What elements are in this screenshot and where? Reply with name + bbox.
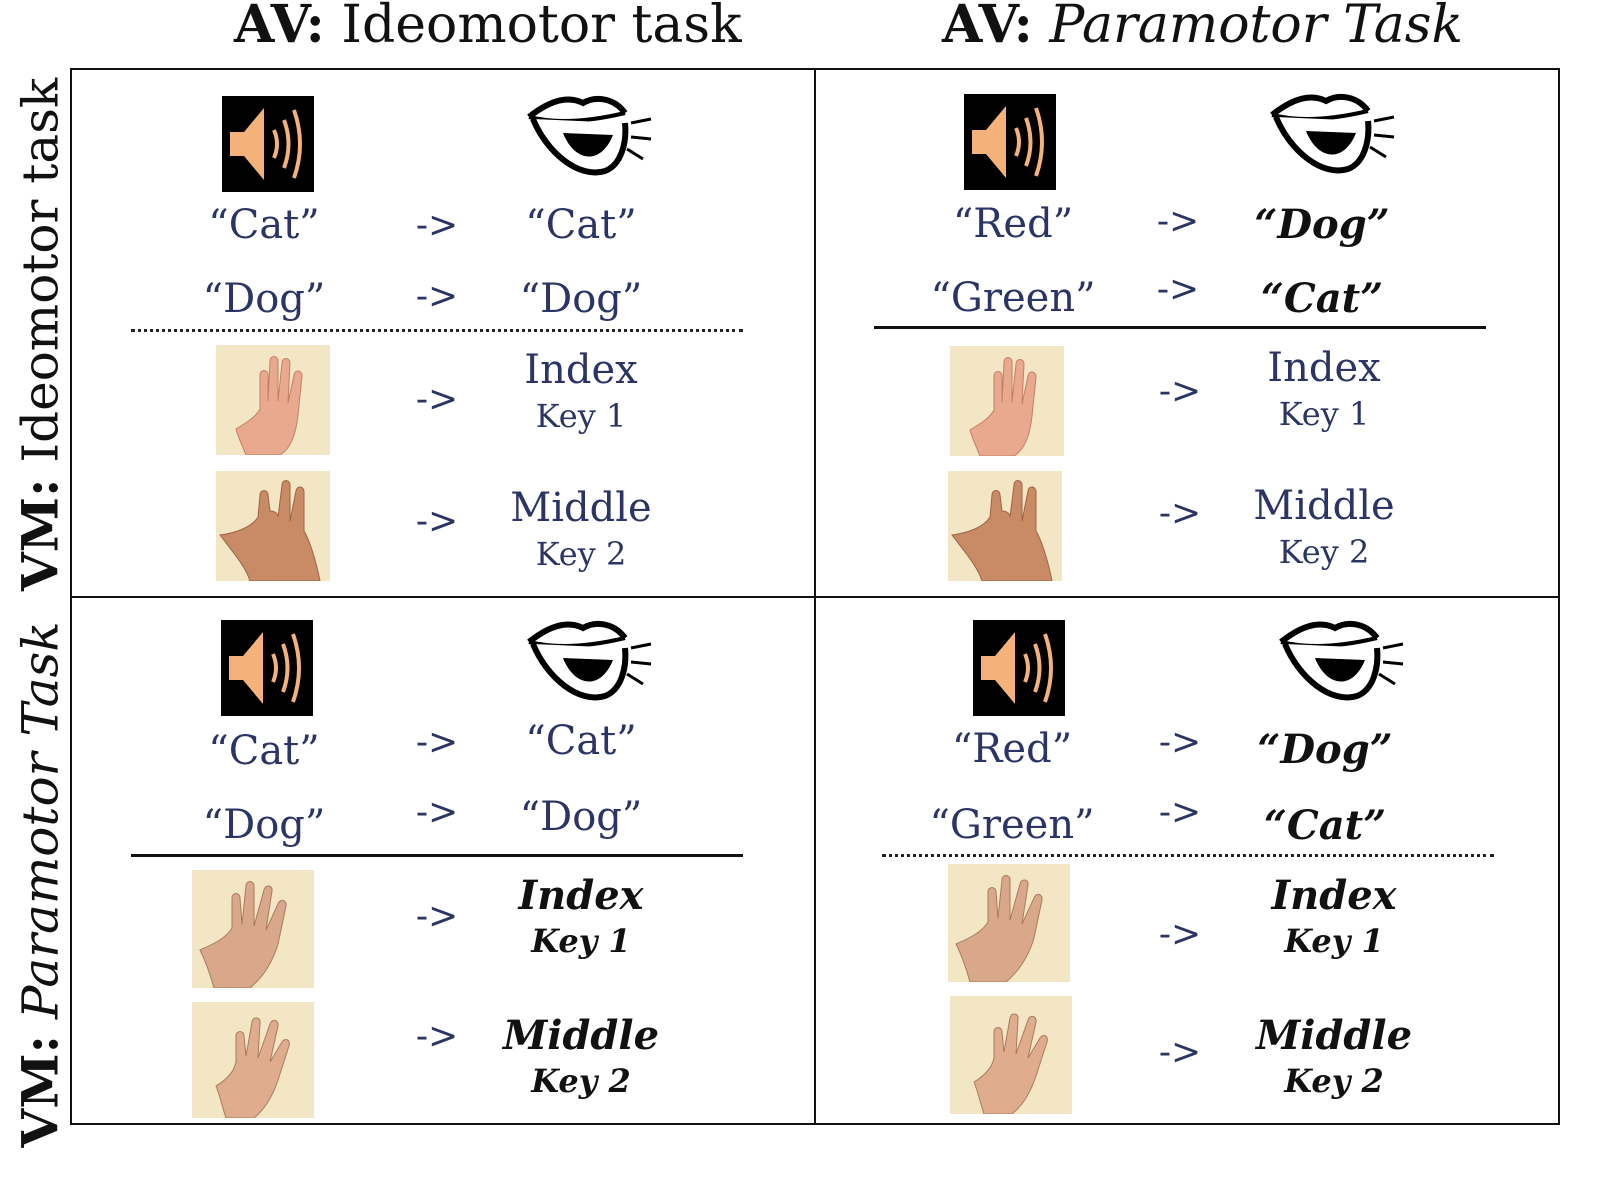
- mapping-arrow: ->: [1156, 269, 1200, 310]
- mapping-arrow: ->: [1158, 371, 1202, 412]
- column-title-name: Ideomotor task: [341, 0, 742, 55]
- finger-name: Middle: [1255, 1012, 1413, 1059]
- row-title-vm-ideomotor: VM: Ideomotor task: [11, 75, 70, 595]
- column-title-prefix: AV:: [234, 0, 325, 55]
- mapping-arrow: ->: [415, 276, 459, 317]
- row-title-name: Paramotor Task: [11, 621, 70, 1020]
- speaker-icon: [221, 620, 313, 716]
- hand-middle-icon: [216, 471, 330, 581]
- row-title-name: Ideomotor task: [11, 77, 70, 463]
- response-word: “Dog”: [519, 794, 643, 840]
- speaker-icon: [964, 94, 1056, 190]
- hand-middle-icon: [192, 1002, 314, 1118]
- column-title-av-paramotor: AV: Paramotor Task: [942, 0, 1463, 55]
- mapping-arrow: ->: [415, 1016, 459, 1057]
- column-title-av-ideomotor: AV: Ideomotor task: [234, 0, 742, 55]
- response-word: “Dog”: [1254, 201, 1390, 248]
- key-name: Key 2: [531, 1062, 631, 1100]
- separator-solid: [874, 326, 1486, 329]
- row-title-prefix: VM:: [10, 1034, 70, 1148]
- mapping-arrow: ->: [1158, 1032, 1202, 1073]
- cell-av-para-vm-ideo: “Red” -> “Dog” “Green” -> “Cat” -> Index…: [816, 69, 1560, 596]
- finger-name: Index: [1271, 872, 1397, 919]
- cell-av-ideo-vm-ideo: “Cat” -> “Cat” “Dog” -> “Dog” -> Index K…: [71, 69, 815, 596]
- stimulus-word: “Dog”: [202, 276, 326, 322]
- hand-index-icon: [192, 870, 314, 988]
- mapping-arrow: ->: [415, 722, 459, 763]
- separator-dotted: [131, 329, 743, 332]
- stimulus-word: “Red”: [952, 201, 1074, 247]
- stimulus-word: “Red”: [951, 726, 1073, 772]
- row-title-vm-paramotor: VM: Paramotor Task: [11, 605, 70, 1165]
- speaking-mouth-icon: [1270, 93, 1395, 174]
- cell-av-para-vm-para: “Red” -> “Dog” “Green” -> “Cat” -> Index…: [816, 598, 1560, 1125]
- separator-solid: [131, 854, 743, 857]
- key-name: Key 1: [1278, 395, 1370, 433]
- mapping-arrow: ->: [415, 205, 459, 246]
- mapping-arrow: ->: [1158, 792, 1202, 833]
- mapping-arrow: ->: [415, 792, 459, 833]
- mapping-arrow: ->: [1158, 493, 1202, 534]
- hand-index-icon: [948, 864, 1070, 982]
- stimulus-word: “Green”: [930, 275, 1096, 321]
- response-word: “Cat”: [525, 718, 637, 764]
- key-name: Key 2: [535, 535, 627, 573]
- stimulus-word: “Dog”: [202, 802, 326, 848]
- key-name: Key 2: [1284, 1062, 1384, 1100]
- mapping-arrow: ->: [415, 896, 459, 937]
- hand-middle-icon: [950, 996, 1072, 1114]
- response-word: “Cat”: [1263, 802, 1387, 849]
- hand-middle-icon: [948, 471, 1062, 581]
- response-word: “Dog”: [1257, 726, 1393, 773]
- finger-name: Index: [518, 872, 644, 919]
- finger-name: Middle: [510, 485, 652, 531]
- response-word: “Cat”: [1260, 275, 1384, 322]
- cell-av-ideo-vm-para: “Cat” -> “Cat” “Dog” -> “Dog” -> Index K…: [71, 598, 815, 1125]
- key-name: Key 1: [535, 397, 627, 435]
- hand-index-icon: [950, 346, 1064, 456]
- column-title-name: Paramotor Task: [1049, 0, 1463, 55]
- mapping-arrow: ->: [1156, 201, 1200, 242]
- finger-name: Index: [524, 347, 638, 393]
- finger-name: Middle: [502, 1012, 660, 1059]
- key-name: Key 1: [531, 922, 631, 960]
- stimulus-word: “Cat”: [208, 728, 320, 774]
- column-title-prefix: AV:: [942, 0, 1033, 55]
- speaker-icon: [973, 620, 1065, 716]
- speaking-mouth-icon: [527, 95, 652, 176]
- key-name: Key 2: [1278, 533, 1370, 571]
- mapping-arrow: ->: [415, 379, 459, 420]
- row-title-prefix: VM:: [10, 478, 70, 592]
- mapping-arrow: ->: [415, 501, 459, 542]
- response-word: “Cat”: [525, 202, 637, 248]
- finger-name: Middle: [1253, 483, 1395, 529]
- finger-name: Index: [1267, 345, 1381, 391]
- hand-index-icon: [216, 345, 330, 455]
- mapping-arrow: ->: [1158, 914, 1202, 955]
- response-word: “Dog”: [519, 276, 643, 322]
- grid-divider-horizontal: [70, 596, 1560, 598]
- speaker-icon: [222, 96, 314, 192]
- speaking-mouth-icon: [527, 620, 652, 701]
- key-name: Key 1: [1284, 922, 1384, 960]
- stimulus-word: “Cat”: [208, 202, 320, 248]
- separator-dotted: [882, 854, 1494, 857]
- stimulus-word: “Green”: [929, 802, 1095, 848]
- speaking-mouth-icon: [1279, 620, 1404, 701]
- mapping-arrow: ->: [1158, 722, 1202, 763]
